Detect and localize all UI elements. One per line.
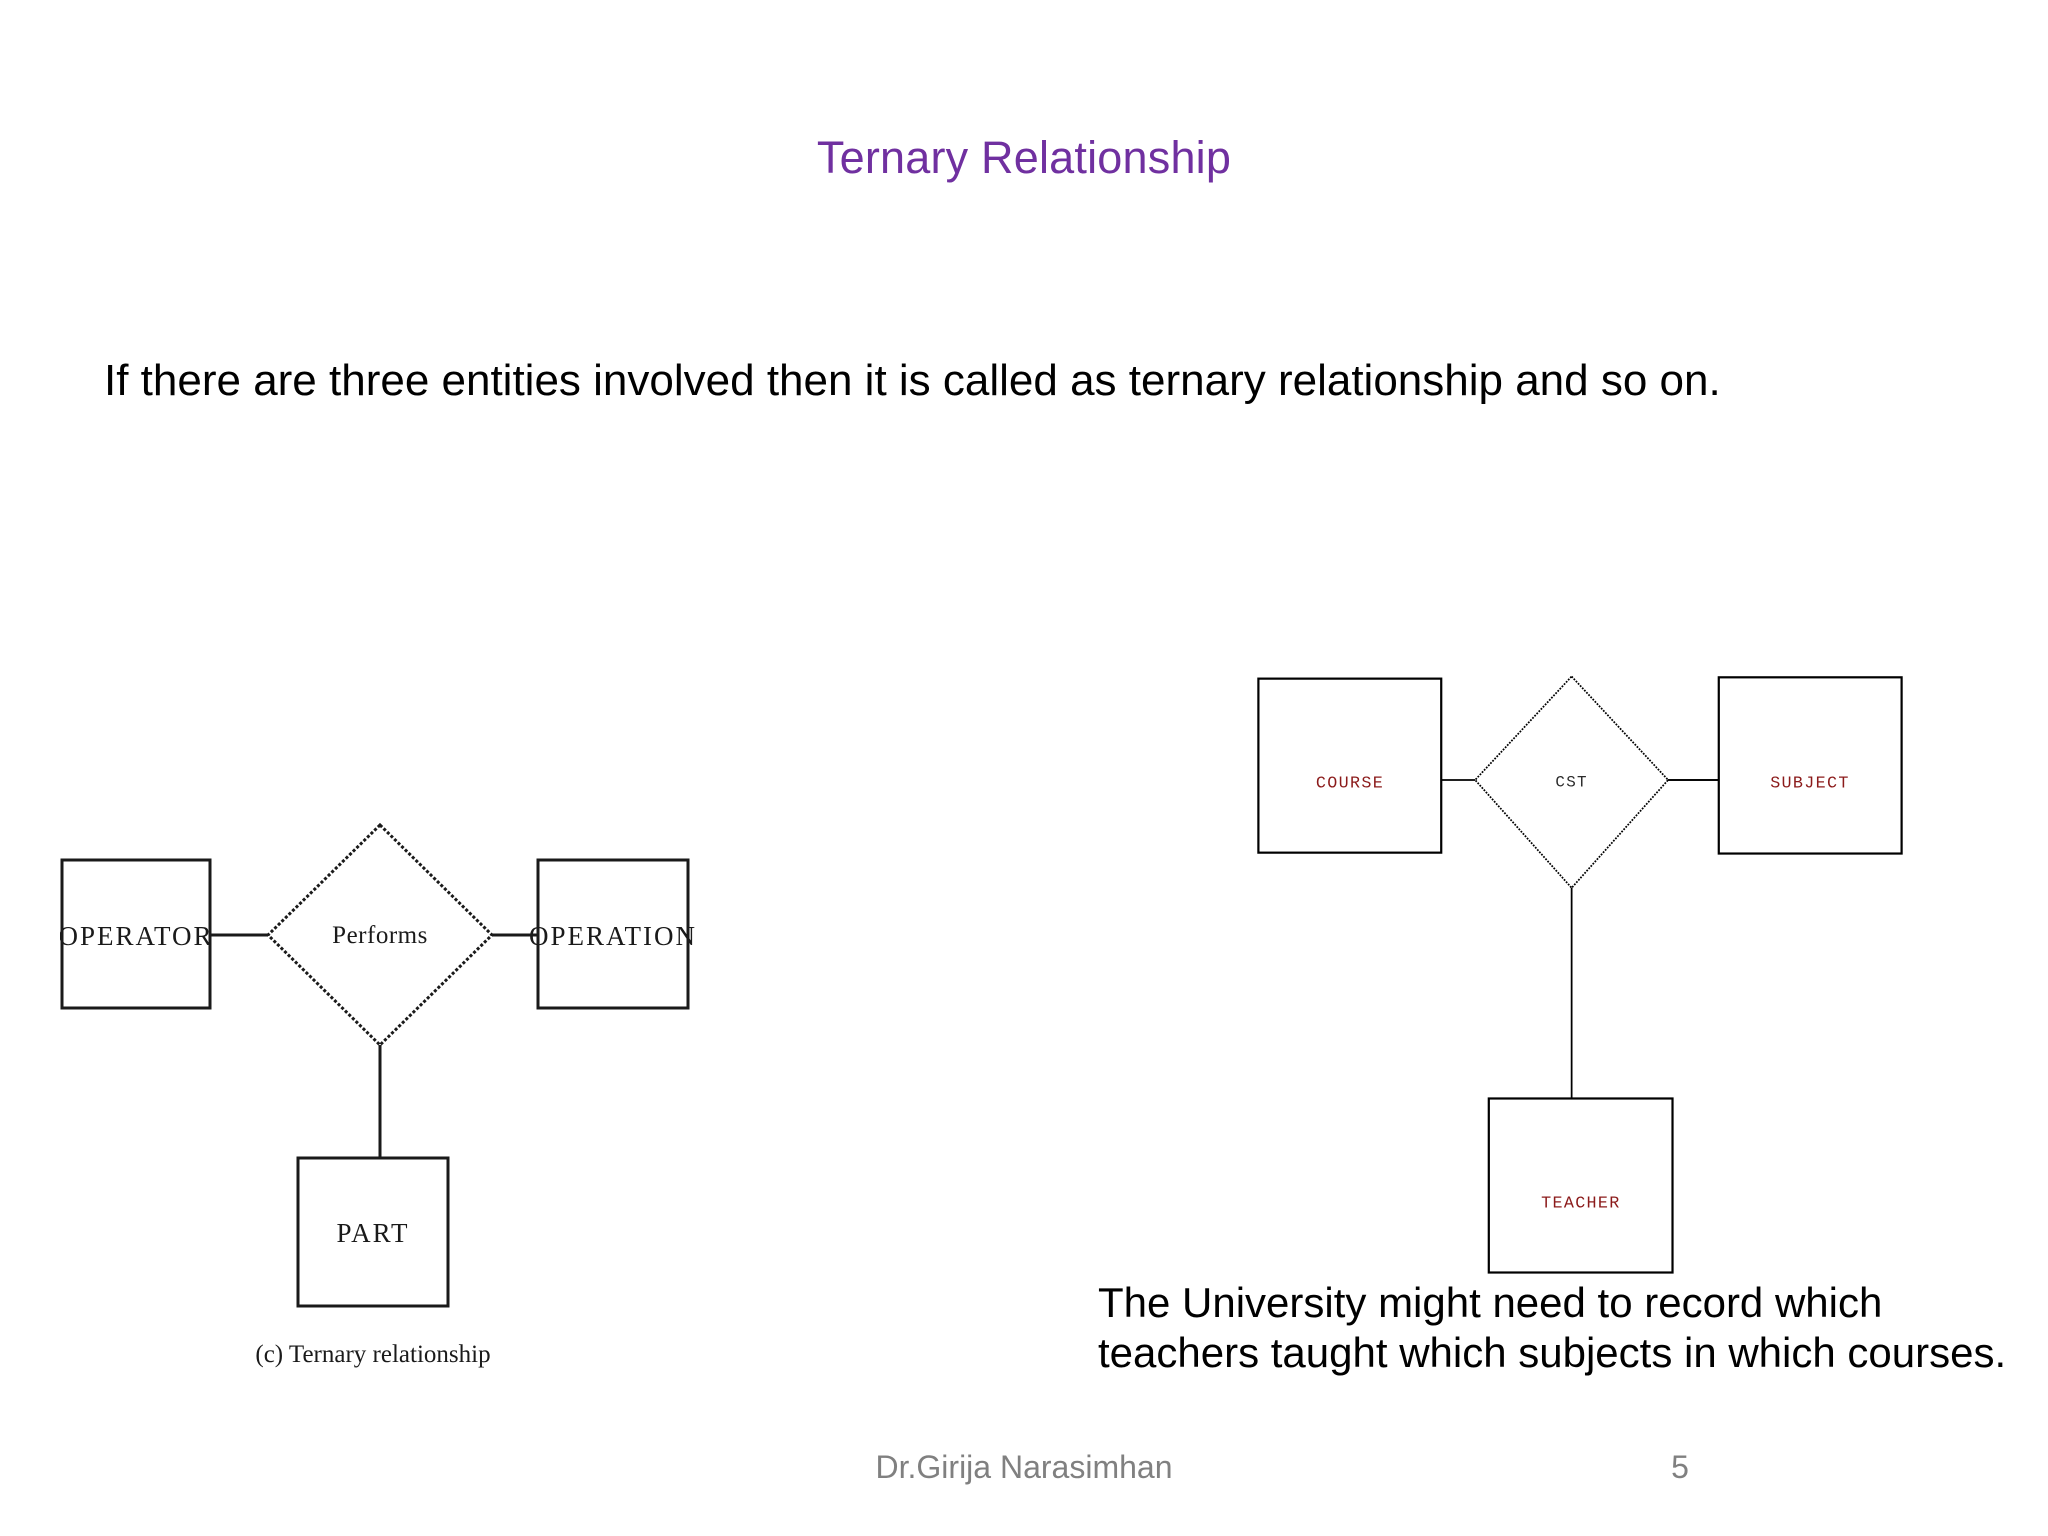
relationship-cst-label: CST: [1555, 774, 1588, 792]
relationship-cst[interactable]: CST: [1473, 675, 1670, 890]
entity-operation-label: OPERATION: [529, 921, 697, 951]
page-title: Ternary Relationship: [816, 132, 1232, 183]
entity-subject-rect: [1717, 676, 1903, 855]
entity-operation[interactable]: OPERATION: [529, 858, 697, 1010]
right-diagram-description: The University might need to record whic…: [1098, 1279, 2007, 1376]
entity-part-rect: [296, 1156, 450, 1308]
footer-page-number: 5: [1671, 1449, 1689, 1485]
er-diagram-operator-performs: OPERATOR Performs OPERATION PART (c) Ter…: [60, 822, 697, 1368]
intro-paragraph: If there are three entities involved the…: [104, 356, 1721, 405]
entity-subject[interactable]: SUBJECT: [1717, 676, 1903, 855]
er-diagram-course-cst: COURSE CST SUBJECT TEACHER: [1257, 675, 1903, 1274]
relationship-cst-diamond: [1473, 675, 1670, 890]
entity-teacher-rect: [1487, 1097, 1674, 1274]
entity-teacher-label: TEACHER: [1541, 1194, 1621, 1213]
entity-course-rect: [1257, 677, 1443, 854]
entity-teacher[interactable]: TEACHER: [1487, 1097, 1674, 1274]
relationship-performs-diamond: [265, 822, 495, 1048]
entity-operator[interactable]: OPERATOR: [60, 858, 214, 1010]
entity-course-label: COURSE: [1316, 774, 1384, 793]
entity-part-label: PART: [337, 1218, 410, 1248]
entity-operation-rect: [536, 858, 690, 1010]
entity-subject-label: SUBJECT: [1770, 774, 1850, 793]
relationship-performs-label: Performs: [332, 922, 428, 949]
entity-course[interactable]: COURSE: [1257, 677, 1443, 854]
footer-author: Dr.Girija Narasimhan: [875, 1449, 1173, 1485]
relationship-performs[interactable]: Performs: [265, 822, 495, 1048]
entity-part[interactable]: PART: [296, 1156, 450, 1308]
diagram-left-caption: (c) Ternary relationship: [255, 1341, 490, 1368]
entity-operator-label: OPERATOR: [60, 921, 214, 951]
entity-operator-rect: [60, 858, 212, 1010]
